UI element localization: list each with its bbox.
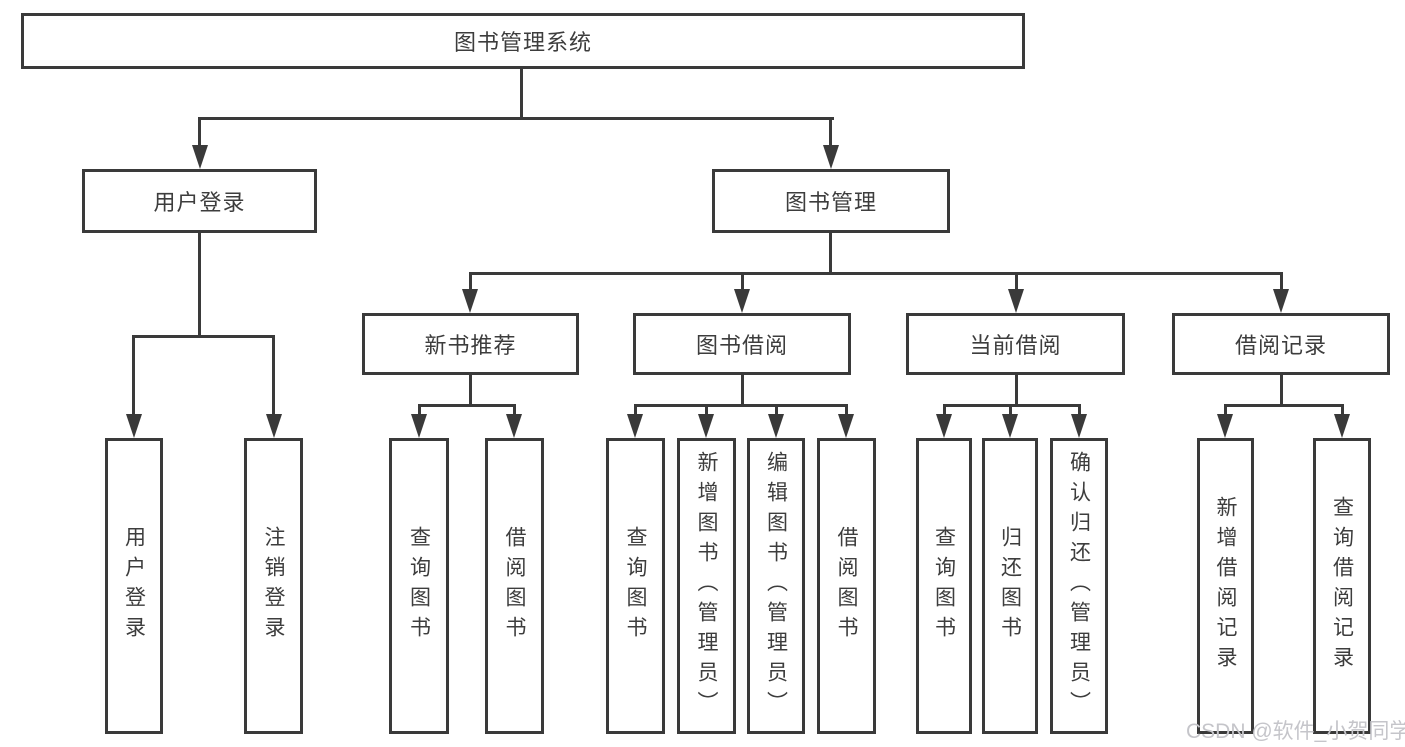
- leaf-add-book-admin-label: 新增图书（管理员）: [695, 451, 718, 721]
- connector-borrow-stem-1: [634, 404, 637, 416]
- connector-mgmt-stem-2: [741, 272, 744, 292]
- node-root-label: 图书管理系统: [453, 30, 592, 55]
- arrowhead-down-icon: [936, 414, 952, 438]
- leaf-user-login: 用户登录: [105, 438, 163, 734]
- arrowhead-down-icon: [823, 145, 839, 169]
- leaf-add-borrow-record: 新增借阅记录: [1197, 438, 1254, 734]
- leaf-query-book-2: 查询图书: [606, 438, 665, 734]
- connector-root-left-stem: [198, 117, 201, 147]
- connector-current-stem-1: [943, 404, 946, 416]
- connector-login-bar: [132, 335, 275, 338]
- arrowhead-down-icon: [1273, 289, 1289, 313]
- connector-recommend-stem-2: [513, 404, 516, 416]
- leaf-query-book-1: 查询图书: [389, 438, 449, 734]
- connector-root-right-stem: [829, 117, 832, 147]
- arrowhead-down-icon: [1334, 414, 1350, 438]
- connector-current-trunk: [1015, 375, 1018, 407]
- connector-borrow-bar: [634, 404, 848, 407]
- leaf-logout-label: 注销登录: [262, 526, 285, 646]
- node-new-book-recommend: 新书推荐: [362, 313, 579, 375]
- connector-mgmt-stem-3: [1015, 272, 1018, 292]
- connector-borrow-stem-4: [845, 404, 848, 416]
- connector-root-trunk: [520, 69, 523, 119]
- leaf-query-book-3-label: 查询图书: [932, 526, 956, 646]
- arrowhead-down-icon: [734, 289, 750, 313]
- arrowhead-down-icon: [838, 414, 854, 438]
- leaf-return-book: 归还图书: [982, 438, 1038, 734]
- node-current-borrow: 当前借阅: [906, 313, 1125, 375]
- arrowhead-down-icon: [698, 414, 714, 438]
- leaf-query-borrow-record-label: 查询借阅记录: [1330, 496, 1354, 676]
- node-root: 图书管理系统: [21, 13, 1025, 69]
- leaf-add-book-admin: 新增图书（管理员）: [677, 438, 736, 734]
- node-book-borrow-label: 图书借阅: [695, 333, 788, 358]
- connector-root-bar: [198, 117, 834, 120]
- arrowhead-down-icon: [462, 289, 478, 313]
- arrowhead-down-icon: [1002, 414, 1018, 438]
- connector-borrow-stem-2: [705, 404, 708, 416]
- leaf-user-login-label: 用户登录: [122, 526, 146, 646]
- arrowhead-down-icon: [411, 414, 427, 438]
- connector-mgmt-stem-4: [1280, 272, 1283, 292]
- leaf-query-book-1-label: 查询图书: [407, 526, 431, 646]
- connector-record-stem-2: [1341, 404, 1344, 416]
- connector-recommend-stem-1: [418, 404, 421, 416]
- node-book-management-label: 图书管理: [784, 190, 877, 215]
- node-current-borrow-label: 当前借阅: [969, 333, 1062, 358]
- node-borrow-record: 借阅记录: [1172, 313, 1390, 375]
- connector-mgmt-bar: [469, 272, 1283, 275]
- connector-mgmt-trunk: [829, 233, 832, 274]
- leaf-query-book-2-label: 查询图书: [624, 526, 647, 646]
- node-user-login-label: 用户登录: [153, 190, 246, 215]
- connector-recommend-bar: [418, 404, 516, 407]
- connector-current-stem-2: [1009, 404, 1012, 416]
- connector-login-trunk: [198, 233, 201, 337]
- connector-record-bar: [1224, 404, 1344, 407]
- connector-recommend-trunk: [469, 375, 472, 407]
- leaf-borrow-book-1: 借阅图书: [485, 438, 544, 734]
- arrowhead-down-icon: [126, 414, 142, 438]
- node-user-login: 用户登录: [82, 169, 317, 233]
- leaf-edit-book-admin: 编辑图书（管理员）: [747, 438, 805, 734]
- connector-login-stem-1: [132, 335, 135, 415]
- leaf-borrow-book-1-label: 借阅图书: [503, 526, 526, 646]
- arrowhead-down-icon: [1217, 414, 1233, 438]
- connector-borrow-stem-3: [775, 404, 778, 416]
- leaf-confirm-return-admin-label: 确认归还（管理员）: [1067, 451, 1091, 721]
- arrowhead-down-icon: [266, 414, 282, 438]
- arrowhead-down-icon: [627, 414, 643, 438]
- arrowhead-down-icon: [192, 145, 208, 169]
- leaf-confirm-return-admin: 确认归还（管理员）: [1050, 438, 1108, 734]
- leaf-query-borrow-record: 查询借阅记录: [1313, 438, 1371, 734]
- leaf-edit-book-admin-label: 编辑图书（管理员）: [764, 451, 788, 721]
- leaf-logout: 注销登录: [244, 438, 303, 734]
- connector-borrow-trunk: [741, 375, 744, 407]
- arrowhead-down-icon: [1008, 289, 1024, 313]
- leaf-borrow-book-2: 借阅图书: [817, 438, 876, 734]
- connector-current-bar: [943, 404, 1081, 407]
- leaf-query-book-3: 查询图书: [916, 438, 972, 734]
- node-book-management: 图书管理: [712, 169, 950, 233]
- connector-login-stem-2: [272, 335, 275, 415]
- connector-current-stem-3: [1078, 404, 1081, 416]
- leaf-borrow-book-2-label: 借阅图书: [835, 526, 858, 646]
- arrowhead-down-icon: [506, 414, 522, 438]
- connector-record-stem-1: [1224, 404, 1227, 416]
- leaf-add-borrow-record-label: 新增借阅记录: [1214, 496, 1237, 676]
- arrowhead-down-icon: [1071, 414, 1087, 438]
- connector-mgmt-stem-1: [469, 272, 472, 292]
- leaf-return-book-label: 归还图书: [998, 526, 1022, 646]
- arrowhead-down-icon: [768, 414, 784, 438]
- node-new-book-recommend-label: 新书推荐: [424, 333, 517, 358]
- node-borrow-record-label: 借阅记录: [1234, 333, 1327, 358]
- node-book-borrow: 图书借阅: [633, 313, 851, 375]
- csdn-watermark: CSDN @软件_小贺同学: [1186, 720, 1405, 743]
- connector-record-trunk: [1280, 375, 1283, 407]
